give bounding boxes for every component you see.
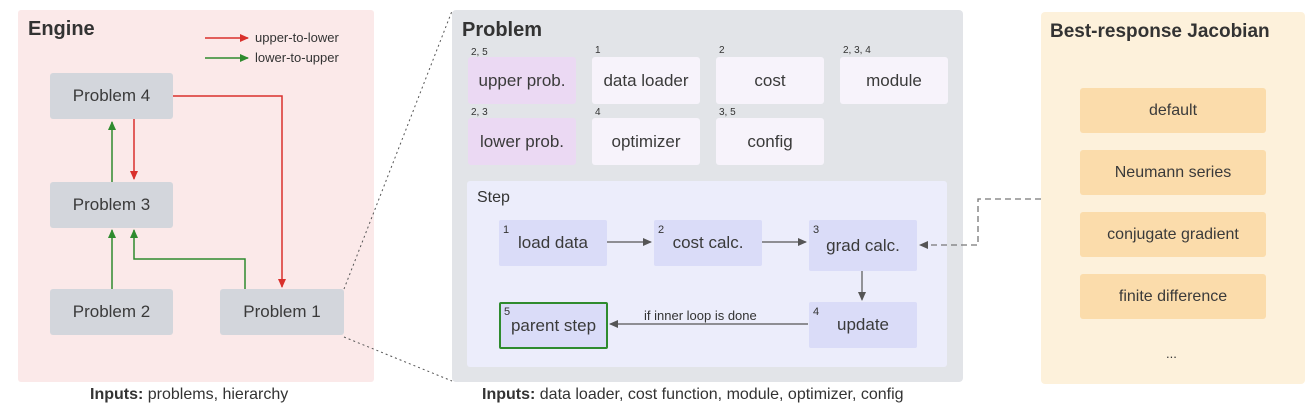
zoom-line-bottom (343, 336, 453, 382)
parent-step-box: parent step (499, 302, 608, 349)
cost-sup: 2 (719, 45, 725, 56)
problem-title: Problem (462, 19, 543, 41)
data-loader-sup: 1 (595, 45, 601, 56)
legend-lower-to-upper: lower-to-upper (255, 50, 339, 65)
legend-upper-to-lower: upper-to-lower (255, 30, 339, 45)
optimizer-sup: 4 (595, 107, 601, 118)
load-data-box: load data (499, 220, 607, 266)
jacobian-title: Best-response Jacobian (1050, 21, 1270, 42)
engine-inputs-label: Inputs: (90, 386, 144, 403)
jacobian-item-default: default (1080, 88, 1266, 133)
engine-title: Engine (28, 18, 95, 40)
engine-inputs-value: problems, hierarchy (143, 386, 289, 403)
problem-inputs-caption: Inputs: data loader, cost function, modu… (482, 386, 904, 404)
jacobian-item-neumann: Neumann series (1080, 150, 1266, 195)
edge-p1-p3 (130, 229, 246, 289)
jacobian-item-finite-difference: finite difference (1080, 274, 1266, 319)
grad-calc-box: grad calc. (809, 220, 917, 271)
cost-calc-num: 2 (658, 224, 665, 236)
config-sup: 3, 5 (719, 107, 736, 118)
edge-p4-p1 (173, 95, 286, 288)
load-data-num: 1 (503, 224, 510, 236)
update-box: update (809, 302, 917, 348)
problem-inputs-label: Inputs: (482, 386, 536, 403)
data-loader-box: data loader (592, 57, 700, 104)
problem-1-node: Problem 1 (220, 289, 344, 335)
module-sup: 2, 3, 4 (843, 45, 871, 56)
module-box: module (840, 57, 948, 104)
jacobian-ellipsis: ... (1166, 346, 1177, 361)
update-num: 4 (813, 306, 820, 318)
problem-2-node: Problem 2 (50, 289, 173, 335)
grad-calc-num: 3 (813, 224, 820, 236)
problem-4-node: Problem 4 (50, 73, 173, 119)
jacobian-item-conjugate-gradient: conjugate gradient (1080, 212, 1266, 257)
config-box: config (716, 118, 824, 165)
optimizer-box: optimizer (592, 118, 700, 165)
jacobian-panel (1041, 12, 1305, 384)
lower-prob-sup: 2, 3 (471, 107, 488, 118)
lower-prob-box: lower prob. (468, 118, 576, 165)
problem-inputs-value: data loader, cost function, module, opti… (535, 386, 904, 403)
cost-box: cost (716, 57, 824, 104)
inner-loop-label: if inner loop is done (644, 308, 757, 323)
cost-calc-box: cost calc. (654, 220, 762, 266)
upper-prob-sup: 2, 5 (471, 47, 488, 58)
upper-prob-box: upper prob. (468, 57, 576, 104)
problem-3-node: Problem 3 (50, 182, 173, 228)
edge-jacobian-grad (919, 198, 1041, 249)
engine-inputs-caption: Inputs: problems, hierarchy (90, 386, 288, 404)
step-title: Step (477, 189, 510, 206)
parent-step-num: 5 (504, 306, 511, 318)
zoom-line-top (343, 10, 453, 290)
